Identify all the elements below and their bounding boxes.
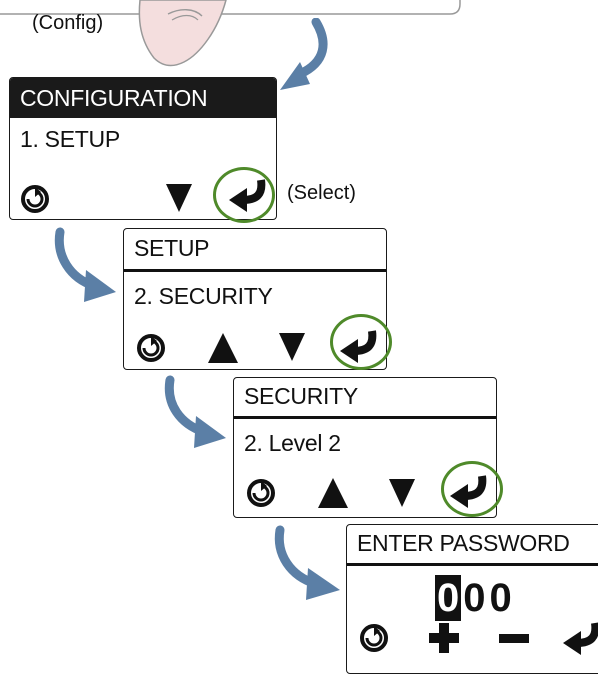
enter-arrow-icon[interactable] bbox=[561, 621, 598, 655]
curved-flow-arrow-icon bbox=[164, 375, 226, 448]
back-circle-icon[interactable] bbox=[357, 621, 391, 655]
password-digit[interactable]: 0 bbox=[489, 576, 512, 620]
triangle-down-icon[interactable] bbox=[385, 475, 419, 509]
title-divider bbox=[124, 269, 386, 272]
menu-item[interactable]: 2. SECURITY bbox=[134, 283, 273, 309]
triangle-up-icon[interactable] bbox=[206, 331, 240, 365]
select-label: (Select) bbox=[287, 182, 356, 204]
screen-title: CONFIGURATION bbox=[10, 78, 276, 118]
select-highlight-ring bbox=[330, 314, 392, 370]
curved-flow-arrow-icon bbox=[54, 227, 116, 302]
password-digit-selected[interactable]: 0 bbox=[435, 575, 462, 621]
title-divider bbox=[234, 416, 496, 419]
plus-icon[interactable] bbox=[427, 621, 461, 655]
curved-flow-arrow-icon bbox=[280, 18, 328, 90]
triangle-up-icon[interactable] bbox=[316, 476, 350, 510]
triangle-down-icon[interactable] bbox=[162, 180, 196, 214]
title-divider bbox=[347, 563, 598, 566]
back-circle-icon[interactable] bbox=[244, 476, 278, 510]
finger-press-icon bbox=[138, 0, 227, 67]
menu-item[interactable]: 2. Level 2 bbox=[244, 430, 341, 456]
screen-title: SECURITY bbox=[244, 383, 358, 409]
screen-title: ENTER PASSWORD bbox=[357, 530, 570, 556]
curved-flow-arrow-icon bbox=[274, 525, 340, 600]
triangle-down-icon[interactable] bbox=[275, 329, 309, 363]
password-digit[interactable]: 0 bbox=[463, 576, 486, 620]
back-circle-icon[interactable] bbox=[134, 331, 168, 365]
config-label: (Config) bbox=[32, 12, 104, 34]
minus-icon[interactable] bbox=[497, 621, 531, 655]
screen-title: SETUP bbox=[134, 235, 210, 261]
menu-item[interactable]: 1. SETUP bbox=[20, 126, 120, 152]
select-highlight-ring bbox=[213, 167, 275, 223]
back-circle-icon[interactable] bbox=[18, 182, 52, 216]
select-highlight-ring bbox=[441, 461, 503, 517]
device-edge bbox=[0, 0, 461, 15]
